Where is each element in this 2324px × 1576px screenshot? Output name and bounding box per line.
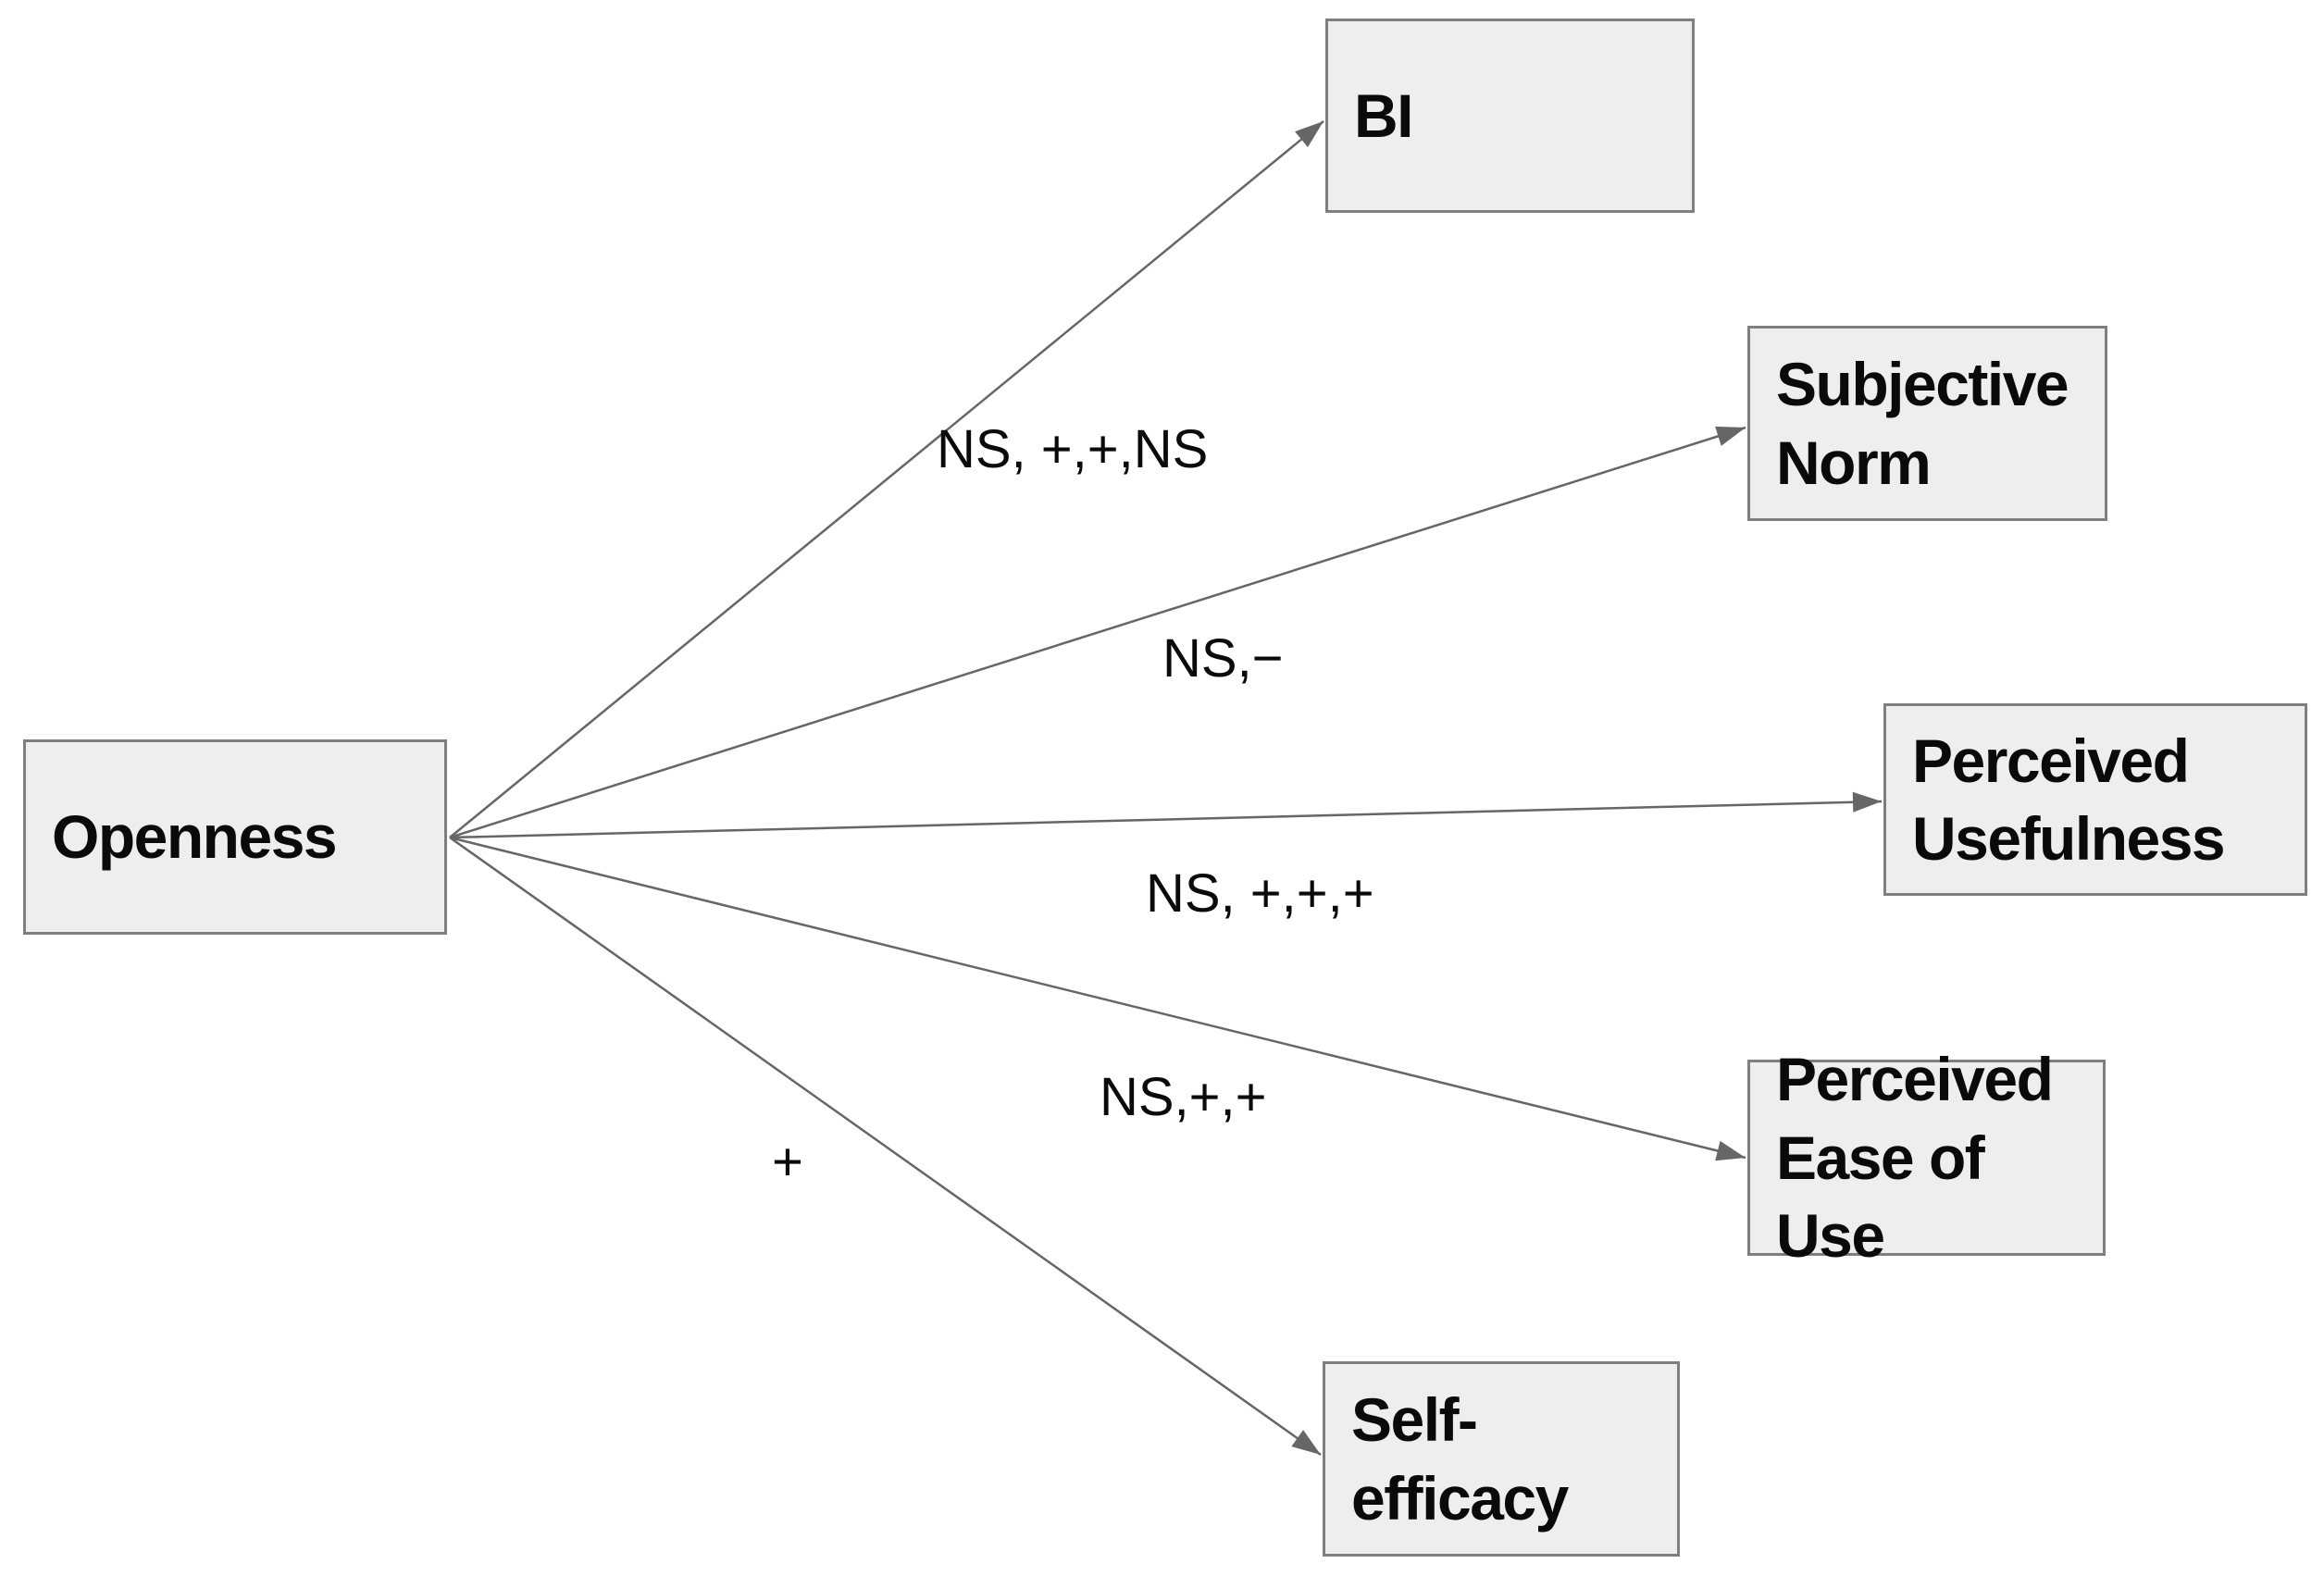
edge-label-openness-perceived-usefulness: NS, +,+,+: [1146, 863, 1374, 924]
edge-label-openness-bi: NS, +,+,NS: [937, 419, 1209, 479]
edge-label-openness-self-efficacy: +: [772, 1132, 803, 1192]
node-bi-label: BI: [1354, 81, 1414, 150]
edge-label-openness-perceived-ease-of-use: NS,+,+: [1100, 1067, 1267, 1127]
node-subjective-norm-label: Subjective Norm: [1776, 350, 2069, 497]
edge-openness-self-efficacy: [449, 836, 1322, 1457]
node-perceived-ease-of-use-label: Perceived Ease of Use: [1776, 1045, 2054, 1271]
edge-openness-perceived-ease-of-use: [449, 836, 1746, 1161]
edge-openness-subjective-norm: [449, 426, 1746, 839]
node-openness: Openness: [23, 739, 447, 935]
node-self-efficacy-label: Self-efficacy: [1351, 1385, 1569, 1533]
node-subjective-norm: Subjective Norm: [1747, 326, 2107, 521]
edge-label-openness-subjective-norm: NS,−: [1162, 628, 1284, 689]
node-openness-label: Openness: [52, 802, 338, 872]
node-bi: BI: [1325, 19, 1695, 213]
edge-openness-perceived-usefulness: [449, 791, 1883, 839]
node-self-efficacy: Self-efficacy: [1323, 1361, 1680, 1557]
node-perceived-ease-of-use: Perceived Ease of Use: [1747, 1045, 2106, 1270]
node-perceived-usefulness-label: Perceived Usefulness: [1912, 726, 2226, 873]
node-perceived-usefulness: Perceived Usefulness: [1883, 703, 2307, 896]
edge-openness-bi: [449, 120, 1324, 838]
